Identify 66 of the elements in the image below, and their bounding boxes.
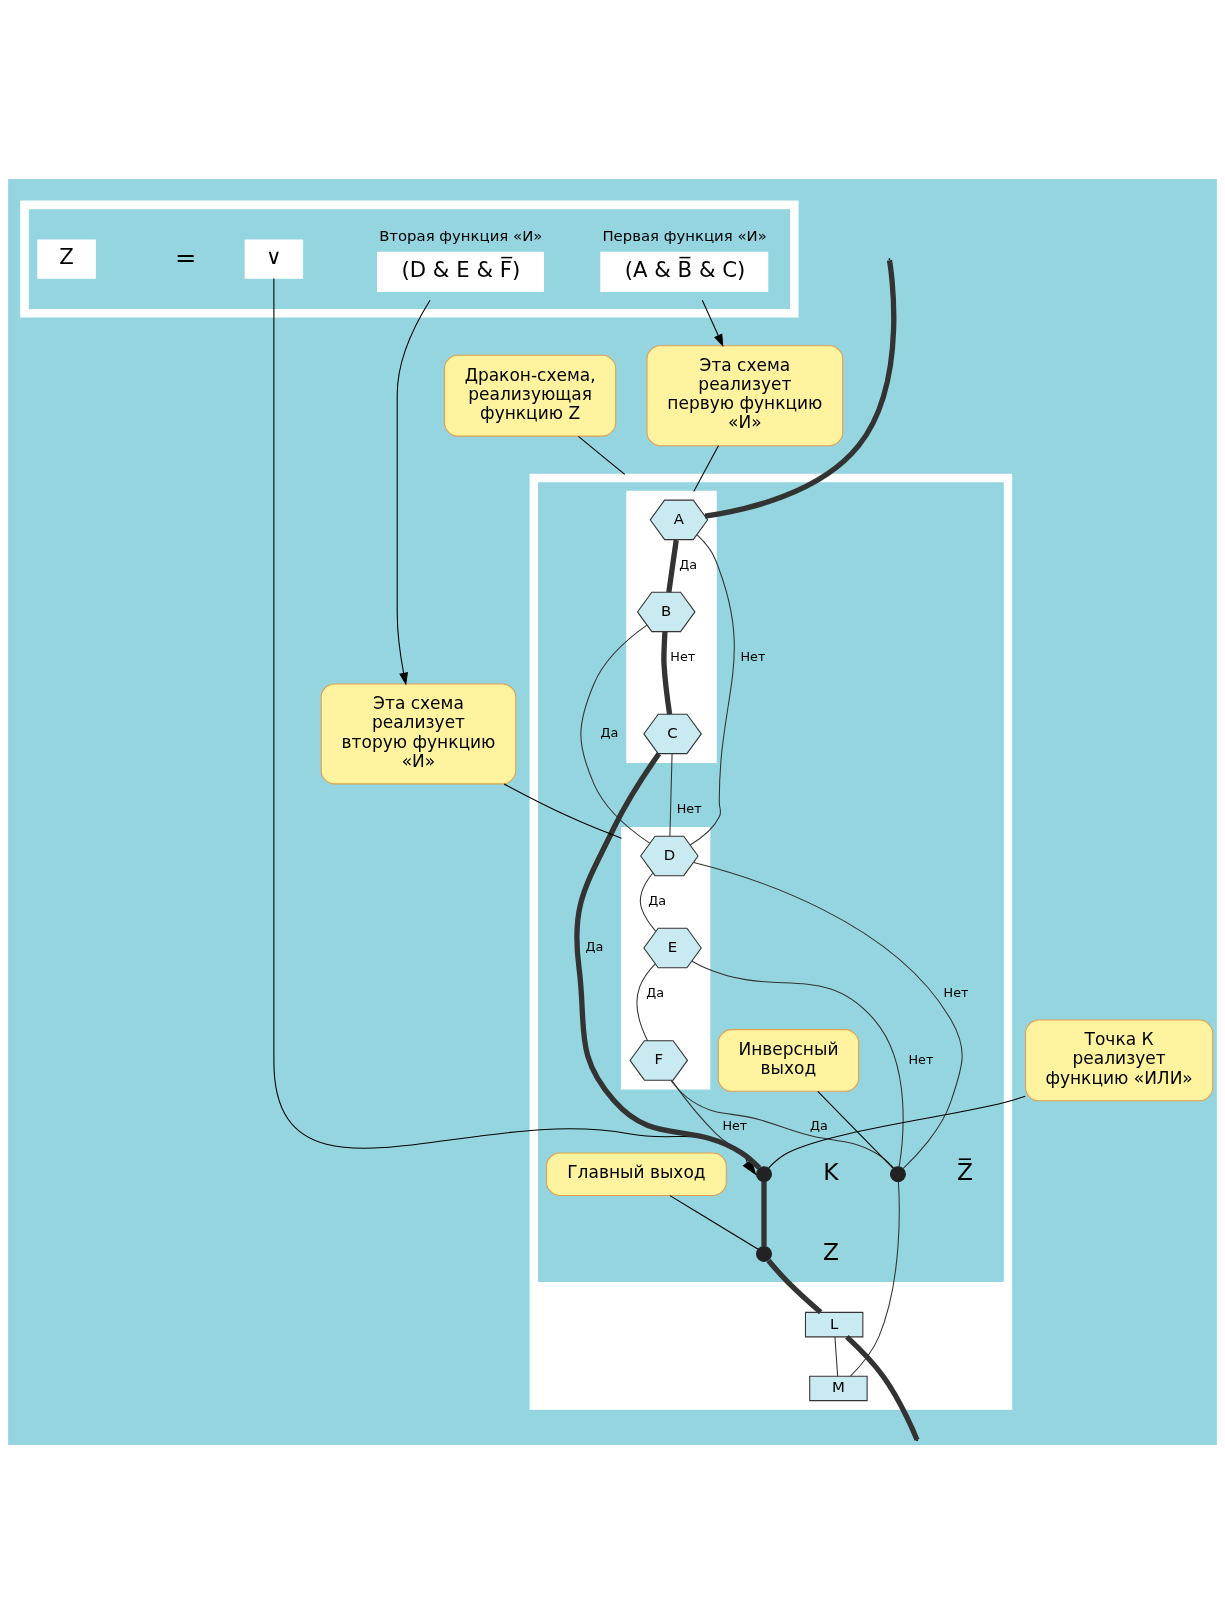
edge-label: Да (809, 1117, 828, 1133)
node-label: K (823, 1157, 839, 1186)
edge-label: Да (600, 724, 619, 740)
node-label: Z (822, 1237, 839, 1266)
arrow (396, 299, 431, 685)
arrow (701, 299, 724, 347)
node-circle (890, 1165, 906, 1182)
edge-label: Нет (676, 800, 702, 816)
cluster (20, 200, 799, 318)
connector (691, 960, 904, 1167)
connector (766, 1258, 823, 1314)
cluster (626, 490, 717, 763)
edge-label: Нет (740, 648, 766, 664)
connector (580, 624, 651, 844)
node-box: Эта схема реализует вторую функцию «И» (320, 682, 517, 784)
connector (834, 1336, 839, 1377)
connector (577, 435, 626, 475)
connector (666, 539, 679, 592)
node-box: Z (37, 238, 96, 279)
cluster (529, 473, 1013, 1410)
node-box: L (804, 1311, 864, 1337)
node-box: Дракон-схема, реализующая функцию Z (444, 354, 617, 437)
node-box: ∨ (244, 238, 304, 279)
connector (503, 782, 623, 839)
edge-label: Да (679, 556, 697, 572)
node-box: (A & B̅ & C) (600, 251, 769, 292)
node-box: Эта схема реализует первую функцию «И» (646, 344, 844, 446)
connector (689, 533, 735, 845)
edge-label: Нет (670, 648, 696, 664)
edge-label: Нет (722, 1117, 748, 1133)
label: = (174, 241, 197, 272)
connector (761, 1181, 767, 1246)
node-label: Вторая функция «И» (379, 226, 543, 245)
connector (574, 751, 762, 1170)
connector (669, 1194, 759, 1250)
node-label: Первая функция «И» (602, 226, 767, 245)
connector (639, 872, 657, 932)
connector (768, 1095, 1026, 1169)
connector (845, 1334, 920, 1441)
edge-label: Да (585, 938, 604, 954)
edge-label: Да (648, 892, 667, 908)
node-circle (756, 1245, 772, 1262)
node-box: Главный выход (546, 1151, 727, 1196)
arrow (273, 277, 757, 1175)
connector (704, 259, 897, 519)
connector (669, 752, 673, 836)
connector (670, 1079, 895, 1169)
connector (849, 1180, 900, 1377)
node-label: Z̅ (956, 1157, 973, 1186)
node-box: M (809, 1375, 868, 1401)
node-box: Точка К реализует функцию «ИЛИ» (1025, 1019, 1214, 1101)
node-box: (D & E & F̅) (377, 251, 544, 292)
edge-label: Нет (943, 984, 969, 1000)
connector (693, 444, 719, 492)
cluster (538, 481, 1004, 1282)
cluster (621, 826, 711, 1089)
edge-label: Да (646, 984, 665, 1000)
node-box: Инверсный выход (717, 1028, 860, 1092)
node-circle (756, 1165, 772, 1182)
edge-label: Нет (908, 1051, 934, 1067)
connector (817, 1090, 894, 1169)
connector (661, 631, 673, 715)
connector (693, 861, 963, 1169)
cluster (28, 208, 791, 309)
connector (636, 962, 656, 1041)
connector (671, 1079, 760, 1169)
